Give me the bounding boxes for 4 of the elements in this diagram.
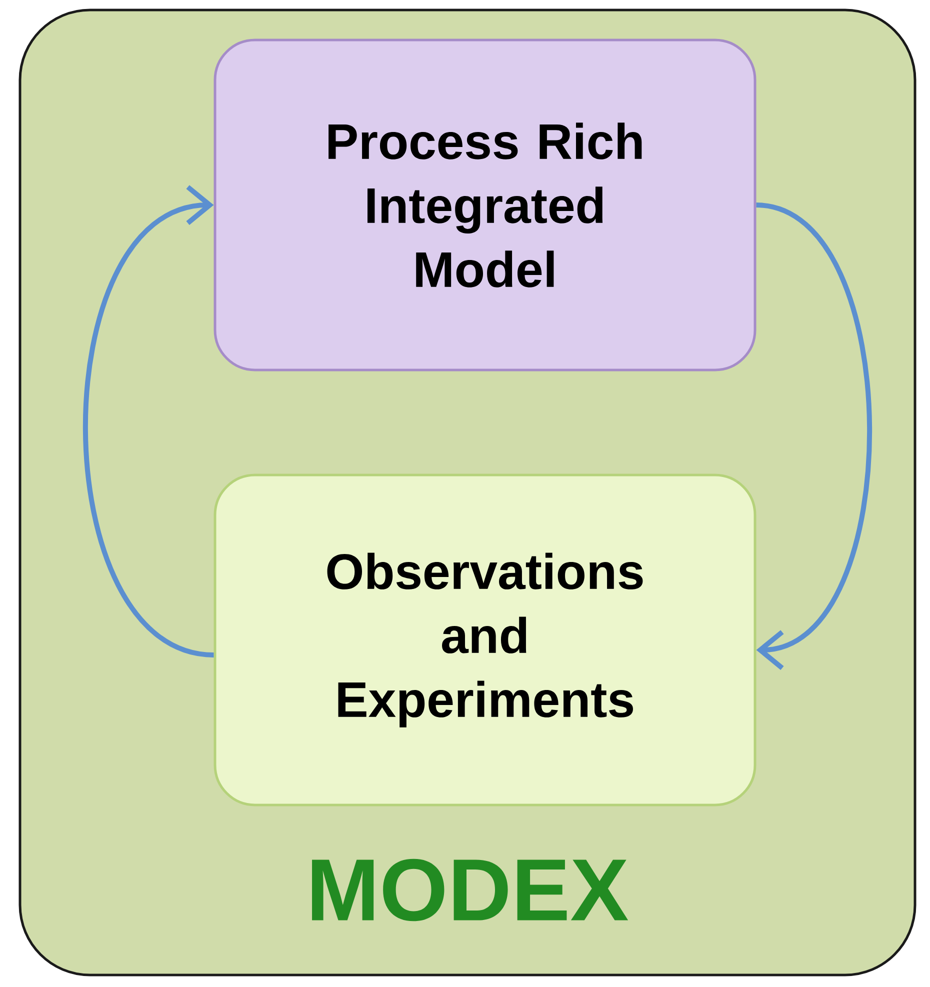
arrow [756, 202, 872, 670]
process-box: Process Rich Integrated Model [214, 38, 756, 372]
arrow [83, 185, 214, 658]
process-box: Observations and Experiments [214, 474, 756, 806]
